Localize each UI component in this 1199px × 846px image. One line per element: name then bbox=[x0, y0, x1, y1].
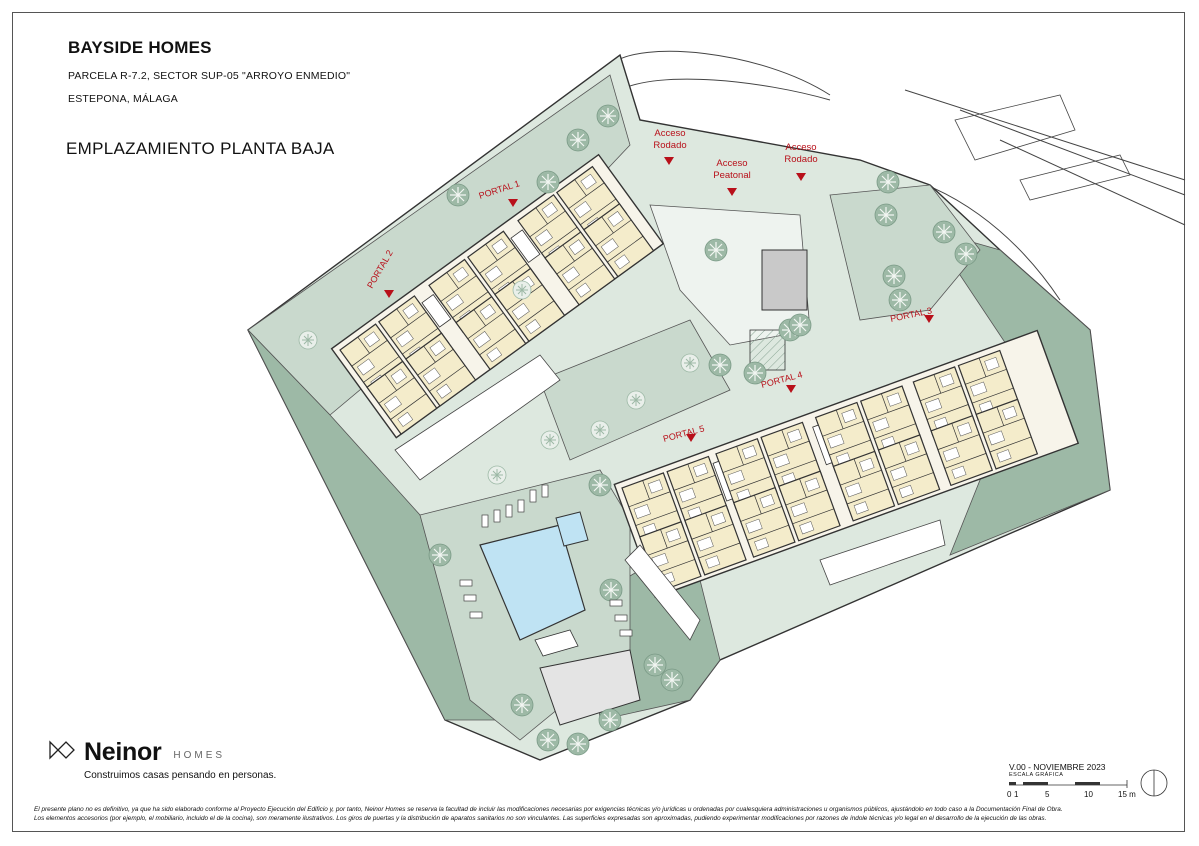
brand-suffix: HOMES bbox=[173, 750, 226, 761]
scale-bar bbox=[1009, 780, 1128, 788]
sidewalk-blocks bbox=[954, 94, 1131, 201]
pool-area bbox=[479, 511, 641, 726]
brand-name: Neinor bbox=[84, 738, 162, 766]
scale-tick-15: 15 m bbox=[1118, 790, 1136, 799]
scale-tick-1: 1 bbox=[1014, 790, 1019, 799]
scale-tick-10: 10 bbox=[1084, 790, 1093, 799]
scale-tick-5: 5 bbox=[1045, 790, 1050, 799]
neinor-logo-icon bbox=[49, 740, 75, 760]
disclaimer-line-2: Los elementos accesorios (por ejemplo, e… bbox=[34, 815, 1047, 822]
plan-title: EMPLAZAMIENTO PLANTA BAJA bbox=[66, 139, 335, 158]
building-wing-b bbox=[613, 329, 1080, 599]
brand: Neinor HOMES bbox=[48, 738, 225, 767]
version-label: V.00 - NOVIEMBRE 2023 bbox=[1009, 762, 1106, 772]
sun-loungers bbox=[459, 484, 633, 637]
disclaimer-line-1: El presente plano no es definitivo, ya q… bbox=[34, 806, 1063, 813]
access-markers bbox=[664, 157, 806, 196]
building-wing-a bbox=[330, 153, 665, 439]
north-arrow-icon bbox=[1140, 769, 1168, 797]
access-platform bbox=[649, 204, 811, 371]
brand-tagline: Construimos casas pensando en personas. bbox=[84, 770, 277, 781]
scale-tick-0: 0 bbox=[1007, 790, 1012, 799]
project-title: BAYSIDE HOMES bbox=[68, 38, 212, 57]
brand-logo-spacer bbox=[48, 743, 78, 763]
location-label: ESTEPONA, MÁLAGA bbox=[68, 93, 178, 105]
terraces bbox=[394, 354, 946, 641]
portal-markers bbox=[384, 199, 934, 442]
drawing-frame bbox=[12, 12, 1185, 832]
parcel-label: PARCELA R-7.2, SECTOR SUP-05 "ARROYO ENM… bbox=[68, 70, 351, 82]
scale-title: ESCALA GRÁFICA bbox=[1009, 772, 1064, 778]
